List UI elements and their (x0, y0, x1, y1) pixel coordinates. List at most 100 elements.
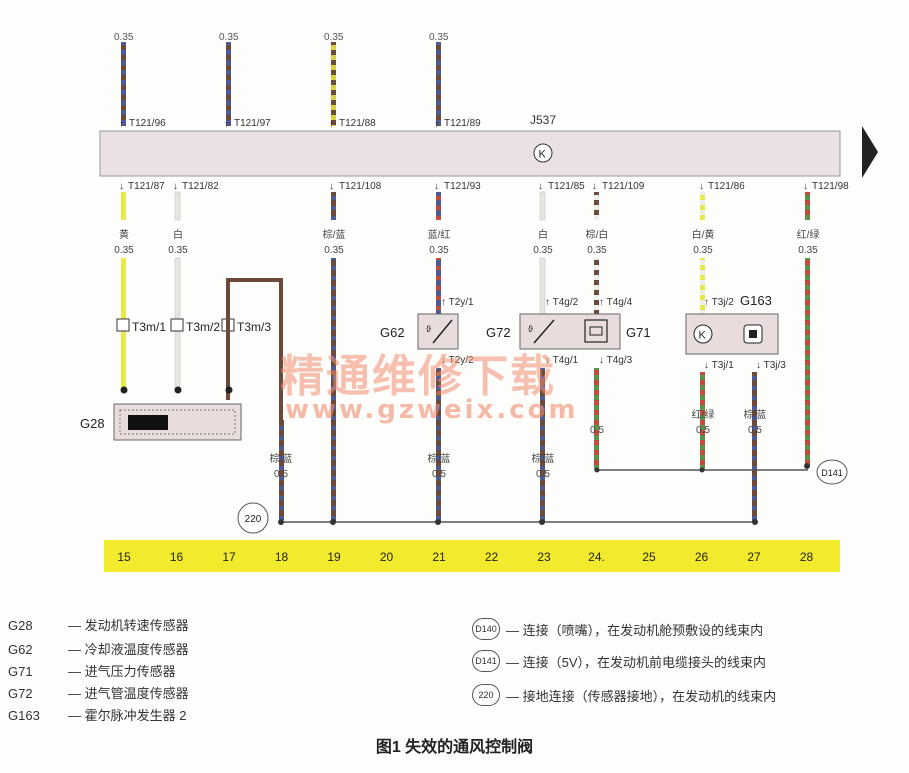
ground-dot-23 (539, 519, 545, 525)
track-number: 23 (537, 550, 551, 564)
track-number: 16 (170, 550, 184, 564)
ecu-control-icon (533, 143, 553, 163)
g163-sensor-core-icon (749, 330, 757, 338)
connector-t3m2-icon (170, 318, 184, 332)
legend-left-item: G62— 冷却液温度传感器 (8, 639, 189, 658)
lower-wire-color-21: 棕/蓝 (428, 452, 451, 465)
ecu-label: J537 (530, 113, 556, 127)
bottom-pin-label-3: T121/108 (339, 181, 382, 192)
wire-yellow-15 (121, 192, 126, 220)
track-number-bar (104, 540, 840, 572)
g28-sensor-inner (119, 409, 236, 435)
top-wire-3 (331, 42, 336, 126)
g62-thermistor-icon (432, 319, 453, 344)
t4g3-label: ↓ T4g/3 (599, 355, 633, 366)
g28-pin-dot-3 (225, 386, 233, 394)
lower-wire-color-26: 红/绿 (692, 408, 715, 421)
bottom-pin-arrow-5: ↓ (538, 181, 543, 192)
track-number: 25 (642, 550, 656, 564)
wire-color-label-6: 棕/白 (586, 228, 609, 241)
track-number: 24. (588, 550, 605, 564)
t2y2-label: ↓ T2y/2 (441, 355, 474, 366)
lower-wire-gauge-18: 0.5 (274, 469, 288, 480)
top-pin-arrow-3: ↑ (329, 119, 334, 130)
legend-right-desc: — 接地连接（传感器接地），在发动机的线束内 (506, 689, 777, 704)
top-pin-label-2: T121/97 (234, 118, 271, 129)
track-number: 20 (380, 550, 394, 564)
t4g2-label: ↑ T4g/2 (545, 297, 579, 308)
legend-code: G28 (8, 618, 33, 633)
legend-code: G62 (8, 642, 33, 657)
bottom-pin-arrow-3: ↓ (329, 181, 334, 192)
wire-gauge-label-7: 0.35 (693, 245, 713, 256)
wire-red-green-24-lower (594, 368, 599, 470)
track-number: 27 (747, 550, 761, 564)
lower-wire-gauge-24: 0.5 (590, 425, 604, 436)
g72-temp-icon: ϑ (528, 324, 533, 334)
watermark-url: www.gzweix.com (285, 395, 579, 425)
legend-right-desc: — 连接（5V），在发动机前电缆接头的线束内 (506, 655, 767, 670)
wire-gauge-label-5: 0.35 (533, 245, 553, 256)
wire-color-label-8: 红/绿 (797, 228, 820, 241)
top-pin-label-3: T121/88 (339, 118, 376, 129)
wire-white-yellow-26 (700, 192, 705, 220)
lower-wire-gauge-23: 0.5 (536, 469, 550, 480)
wire-brown-blue-18 (279, 420, 284, 520)
connector-t3m2-label: T3m/2 (186, 320, 220, 334)
legend-code: G71 (8, 664, 33, 679)
ground-dot-27 (752, 519, 758, 525)
wire-color-label-4: 蓝/红 (428, 228, 451, 241)
track-number: 21 (432, 550, 446, 564)
g72-thermistor-icon (533, 319, 555, 344)
wire-gauge-label-4: 0.35 (429, 245, 449, 256)
legend-code: G72 (8, 686, 33, 701)
g28-sensor-element (128, 415, 168, 430)
g71-pressure-icon (584, 319, 608, 343)
track-number: 28 (800, 550, 814, 564)
wire-brown-white-24 (594, 192, 599, 220)
g62-label: G62 (380, 325, 405, 340)
legend-right-desc: — 连接（喷嘴），在发动机舱预敷设的线束内 (506, 623, 764, 638)
ecu-symbol: K (539, 149, 547, 161)
track-number: 19 (327, 550, 341, 564)
wire-brown-blue-19-lower (331, 258, 336, 522)
legend-left-item: G71— 进气压力传感器 (8, 661, 176, 680)
junction-d141-icon (816, 459, 848, 485)
bottom-pin-label-1: T121/87 (128, 181, 165, 192)
g163-hall-icon (693, 324, 713, 344)
bottom-pin-label-7: T121/86 (708, 181, 745, 192)
bottom-pin-label-5: T121/85 (548, 181, 585, 192)
wire-brown-blue-19 (331, 192, 336, 220)
legend-desc: — 霍尔脉冲发生器 2 (68, 708, 187, 723)
wire-color-label-1: 黄 (119, 228, 129, 241)
wire-gauge-label-8: 0.35 (798, 245, 818, 256)
top-wire-1 (121, 42, 126, 126)
wire-brown-white-24-lower (594, 258, 599, 314)
top-pin-arrow-1: ↑ (119, 119, 124, 130)
ground-dot-19 (330, 519, 336, 525)
legend-symbol-d140: D140 (472, 618, 500, 640)
top-pin-arrow-2: ↑ (224, 119, 229, 130)
bottom-pin-label-6: T121/109 (602, 181, 645, 192)
wire-gauge-label-1: 0.35 (114, 245, 134, 256)
wire-color-label-5: 白 (538, 228, 548, 241)
bus-dot-24 (594, 467, 600, 473)
top-gauge-2: 0.35 (219, 32, 239, 43)
t3j1-label: ↓ T3j/1 (704, 360, 734, 371)
track-number: 26 (695, 550, 709, 564)
lower-wire-color-27: 棕/蓝 (744, 408, 767, 421)
legend-symbol-d141: D141 (472, 650, 500, 672)
legend-left-item: G28— 发动机转速传感器 (8, 615, 189, 634)
g28-pin-dot-2 (174, 386, 182, 394)
top-wire-4 (436, 42, 441, 126)
legend-symbol-220: 220 (472, 684, 500, 706)
lower-wire-gauge-27: 0.5 (748, 425, 762, 436)
top-pin-label-4: T121/89 (444, 118, 481, 129)
lower-wire-gauge-26: 0.5 (696, 425, 710, 436)
bottom-pin-arrow-7: ↓ (699, 181, 704, 192)
connector-t3m3-label: T3m/3 (237, 320, 271, 334)
g163-label: G163 (740, 293, 772, 308)
top-gauge-3: 0.35 (324, 32, 344, 43)
watermark-cn: 精通维修下载 (280, 351, 556, 402)
